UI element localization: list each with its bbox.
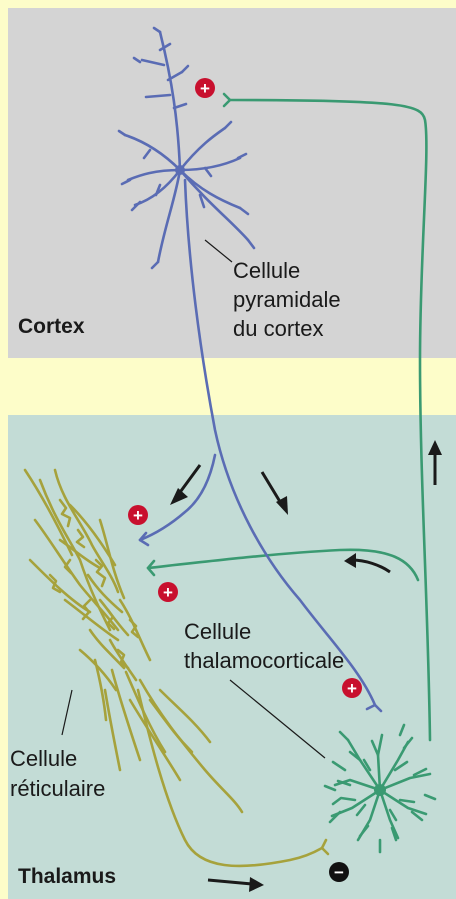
svg-text:+: +: [163, 583, 173, 602]
svg-text:+: +: [200, 79, 210, 98]
pyramidal-label-line: pyramidale: [233, 285, 341, 314]
svg-text:+: +: [133, 506, 143, 525]
pyramidal-label-line: Cellule: [233, 256, 300, 285]
excitatory-synapse-marker: +: [195, 78, 215, 98]
reticular-label-line: réticulaire: [10, 774, 105, 803]
pyramidal-label-line: du cortex: [233, 314, 324, 343]
svg-text:+: +: [347, 679, 357, 698]
excitatory-synapse-marker: +: [128, 505, 148, 525]
inhibitory-synapse-marker: −: [329, 862, 349, 882]
cortex-label: Cortex: [18, 312, 85, 341]
reticular-label-line: Cellule: [10, 744, 77, 773]
cortex-region: [8, 8, 456, 358]
thalamocortical-label-line: Cellule: [184, 617, 251, 646]
thalamus-label: Thalamus: [18, 862, 116, 891]
excitatory-synapse-marker: +: [342, 678, 362, 698]
thalamocortical-label-line: thalamocorticale: [184, 646, 344, 675]
svg-text:−: −: [334, 863, 344, 882]
excitatory-synapse-marker: +: [158, 582, 178, 602]
